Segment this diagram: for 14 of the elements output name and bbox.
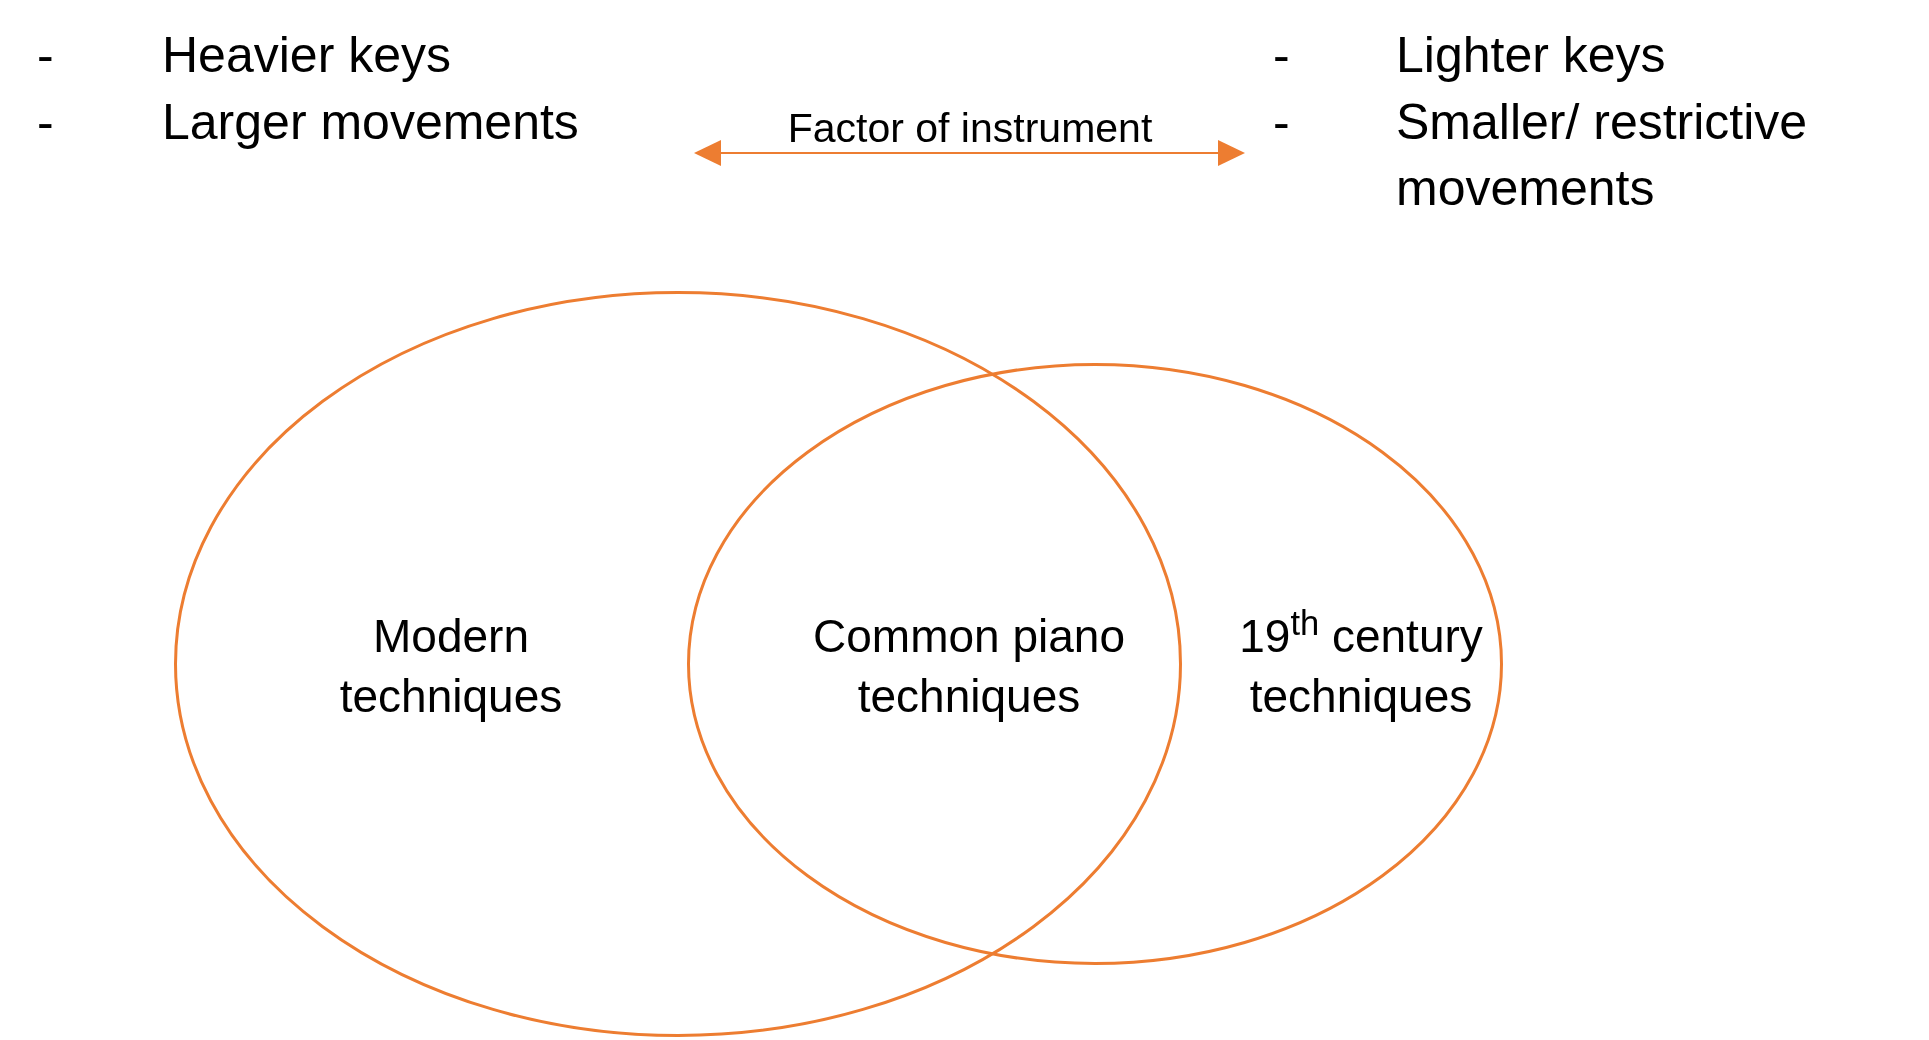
bullet-dash: -: [37, 26, 54, 85]
venn-ellipse: [687, 363, 1503, 965]
circle-label: 19$^{th}$ century techniques: [1238, 606, 1484, 724]
overlap-label: Common piano techniques: [812, 609, 1126, 724]
list-item: Lighter keys: [1396, 26, 1666, 85]
bullet-dash: -: [1273, 93, 1290, 152]
list-item: Smaller/ restrictive movements: [1396, 93, 1809, 218]
arrow-label: Factor of instrument: [786, 108, 1154, 149]
circle-label: Modern techniques: [338, 609, 564, 724]
list-item: Larger movements: [162, 93, 579, 152]
bullet-dash: -: [37, 93, 54, 152]
bullet-dash: -: [1273, 26, 1290, 85]
venn-ellipse: [174, 291, 1182, 1037]
list-item: Heavier keys: [162, 26, 451, 85]
